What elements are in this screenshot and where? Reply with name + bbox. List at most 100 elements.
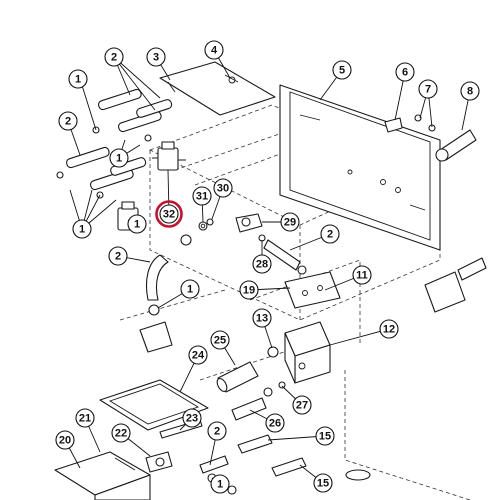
callout-15: 15	[313, 473, 333, 493]
top-bracket-plate	[159, 61, 276, 116]
callout-label: 27	[296, 400, 308, 412]
callout-3: 3	[146, 47, 166, 67]
callout-11: 11	[352, 265, 372, 285]
callout-circle	[315, 426, 335, 446]
callout-circle	[75, 408, 95, 428]
callout-circle	[192, 186, 212, 206]
callout-circle	[213, 178, 233, 198]
right-side-fittings	[384, 114, 487, 313]
callout-1: 1	[68, 69, 88, 89]
callout-label: 1	[187, 284, 193, 296]
callout-25: 25	[210, 330, 230, 350]
callout-label: 2	[111, 52, 117, 64]
callout-circle	[159, 204, 179, 224]
callout-label: 11	[356, 270, 368, 282]
callout-label: 26	[269, 418, 281, 430]
callout-label: 32	[163, 209, 175, 221]
callout-label: 29	[284, 217, 296, 229]
callout-circle	[188, 345, 208, 365]
callout-1: 1	[127, 214, 147, 234]
callout-label: 19	[243, 285, 255, 297]
mount-bracket	[284, 271, 341, 309]
callout-label: 22	[115, 428, 127, 440]
callout-label: 1	[217, 479, 223, 491]
callout-21: 21	[75, 408, 95, 428]
callout-label: 15	[317, 478, 329, 490]
callout-label: 13	[256, 313, 268, 325]
callout-circle	[460, 81, 480, 101]
callout-circle	[180, 279, 200, 299]
callout-label: 1	[79, 224, 85, 236]
callout-circle	[146, 47, 166, 67]
callout-label: 25	[214, 335, 226, 347]
callout-label: 1	[116, 153, 122, 165]
callout-19: 19	[239, 280, 259, 300]
callout-28: 28	[252, 254, 272, 274]
callout-4: 4	[204, 40, 224, 60]
callout-circle	[127, 214, 147, 234]
callout-circle	[320, 224, 340, 244]
callout-circle	[111, 423, 131, 443]
callout-circle	[207, 421, 227, 441]
callout-circle	[182, 408, 202, 428]
callout-2: 2	[104, 47, 124, 67]
callout-8: 8	[460, 81, 480, 101]
callout-label: 6	[402, 67, 408, 79]
callout-5: 5	[332, 60, 352, 80]
callout-circle	[252, 254, 272, 274]
callout-label: 15	[319, 431, 331, 443]
callout-15: 15	[315, 426, 335, 446]
callout-31: 31	[192, 186, 212, 206]
highlight-ring	[155, 200, 183, 228]
callout-circle	[265, 413, 285, 433]
callout-circle	[58, 111, 78, 131]
callout-circle	[332, 60, 352, 80]
junction-box	[267, 321, 331, 384]
callout-label: 8	[467, 86, 473, 98]
callout-label: 4	[211, 45, 218, 57]
callout-label: 21	[79, 413, 91, 425]
callout-23: 23	[182, 408, 202, 428]
sleeve-and-tube	[216, 361, 286, 421]
callout-circle	[204, 40, 224, 60]
callout-circle	[280, 212, 300, 232]
callout-label: 30	[217, 183, 229, 195]
callout-circle	[252, 308, 272, 328]
callout-circle	[104, 47, 124, 67]
callout-12: 12	[379, 319, 399, 339]
flow-fitting	[198, 213, 263, 233]
callout-label: 2	[327, 229, 333, 241]
callout-circle	[352, 265, 372, 285]
callout-2: 2	[320, 224, 340, 244]
callout-13: 13	[252, 308, 272, 328]
callout-label: 31	[196, 191, 208, 203]
callout-circle	[395, 62, 415, 82]
callout-circle	[210, 330, 230, 350]
callout-label: 2	[214, 426, 220, 438]
callout-26: 26	[265, 413, 285, 433]
callout-1: 1	[210, 474, 230, 494]
callout-circle	[313, 473, 333, 493]
callout-circle	[210, 474, 230, 494]
hose-left	[139, 234, 192, 353]
callout-label: 2	[115, 251, 121, 263]
callout-circle	[68, 69, 88, 89]
callout-27: 27	[292, 395, 312, 415]
tube-fittings-left	[56, 88, 173, 199]
drip-tray	[99, 379, 209, 431]
callout-1: 1	[72, 219, 92, 239]
callout-circle	[72, 219, 92, 239]
hose-center	[258, 234, 307, 275]
callout-label: 28	[256, 259, 268, 271]
callout-label: 1	[75, 74, 81, 86]
callout-label: 1	[134, 219, 140, 231]
callout-29: 29	[280, 212, 300, 232]
callout-30: 30	[213, 178, 233, 198]
callout-1: 1	[180, 279, 200, 299]
callout-2: 2	[58, 111, 78, 131]
callout-circle	[379, 319, 399, 339]
callout-label: 3	[153, 52, 159, 64]
callout-22: 22	[111, 423, 131, 443]
